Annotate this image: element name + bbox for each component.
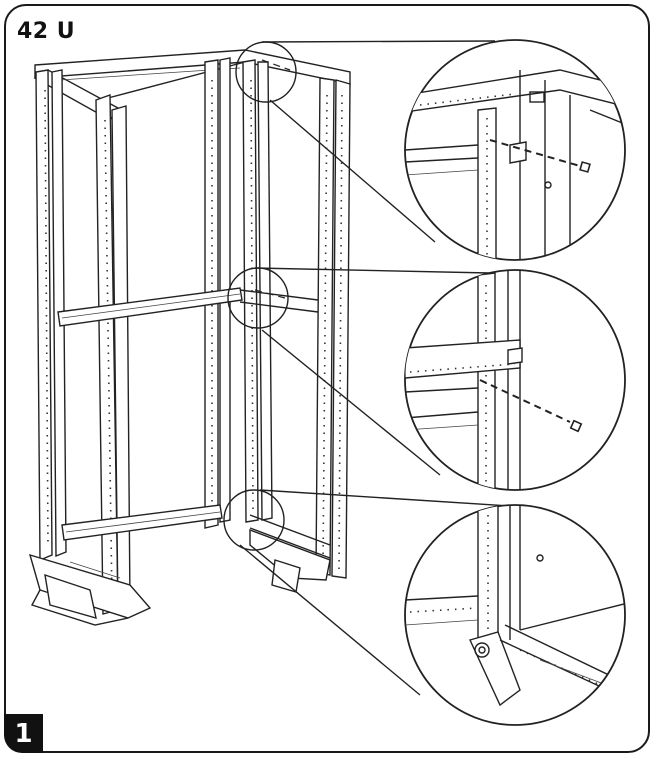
detail-bottom-base — [404, 504, 626, 726]
rack-base-foot-left — [28, 553, 152, 619]
callout-source-middle — [227, 267, 289, 329]
screw-icon — [569, 419, 583, 433]
rack-base-foot-right — [249, 528, 331, 581]
callout-source-bottom — [223, 489, 285, 551]
screw-icon — [579, 161, 591, 173]
rack-upright-left-outer — [35, 69, 53, 562]
rack-size-title: 42 U — [17, 19, 76, 44]
detail-middle-rail-screw — [404, 269, 626, 491]
rack-frame-illustration — [28, 49, 351, 626]
callout-source-top — [235, 41, 297, 103]
rack-upright-right-front — [315, 77, 335, 576]
callout-connectors — [239, 40, 511, 696]
detail-top-rail-screw — [404, 39, 626, 261]
rack-middle-rail — [57, 287, 243, 327]
step-number-badge: 1 — [4, 714, 43, 753]
